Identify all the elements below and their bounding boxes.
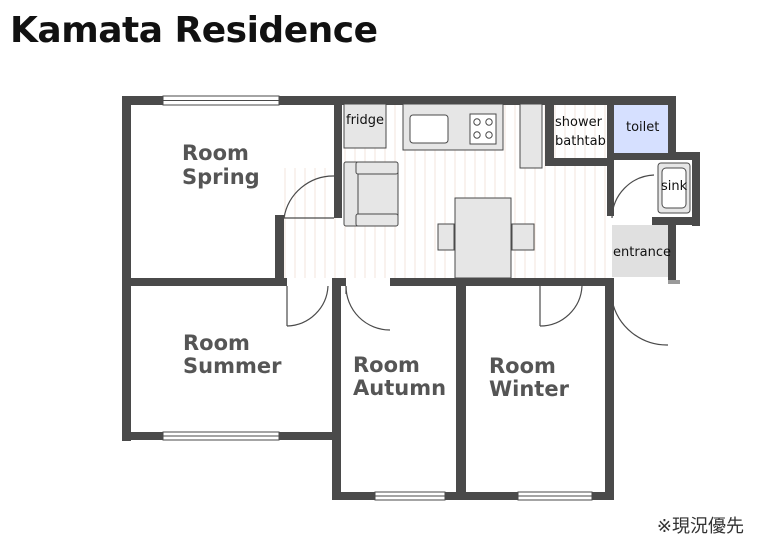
sink-basin [661, 167, 687, 209]
room-winter-label: Room Winter [489, 354, 570, 401]
page-title: Kamata Residence [10, 10, 378, 51]
shower-label: shower [555, 115, 603, 130]
fridge-fixture [343, 103, 387, 149]
toilet-label: toilet [626, 120, 659, 135]
sink-label: sink [661, 179, 688, 194]
shelf-fixture [519, 103, 543, 169]
dining-table [437, 197, 535, 279]
sofa [343, 161, 399, 227]
entrance-label: entrance [613, 245, 671, 260]
doors [283, 174, 669, 346]
room-spring-label: Room Spring [182, 141, 260, 189]
room-summer-label: Room Summer [183, 331, 282, 378]
bathtab-label: bathtab [555, 134, 606, 149]
toilet-room [614, 105, 668, 153]
ldk-floor [283, 168, 613, 278]
kitchen-counter [402, 103, 504, 151]
note-text: ※現況優先 [656, 516, 744, 537]
fridge-label: fridge [346, 113, 384, 128]
walls [122, 96, 700, 500]
room-autumn-label: Room Autumn [353, 353, 446, 400]
entrance-floor [612, 225, 668, 277]
windows [162, 95, 593, 501]
